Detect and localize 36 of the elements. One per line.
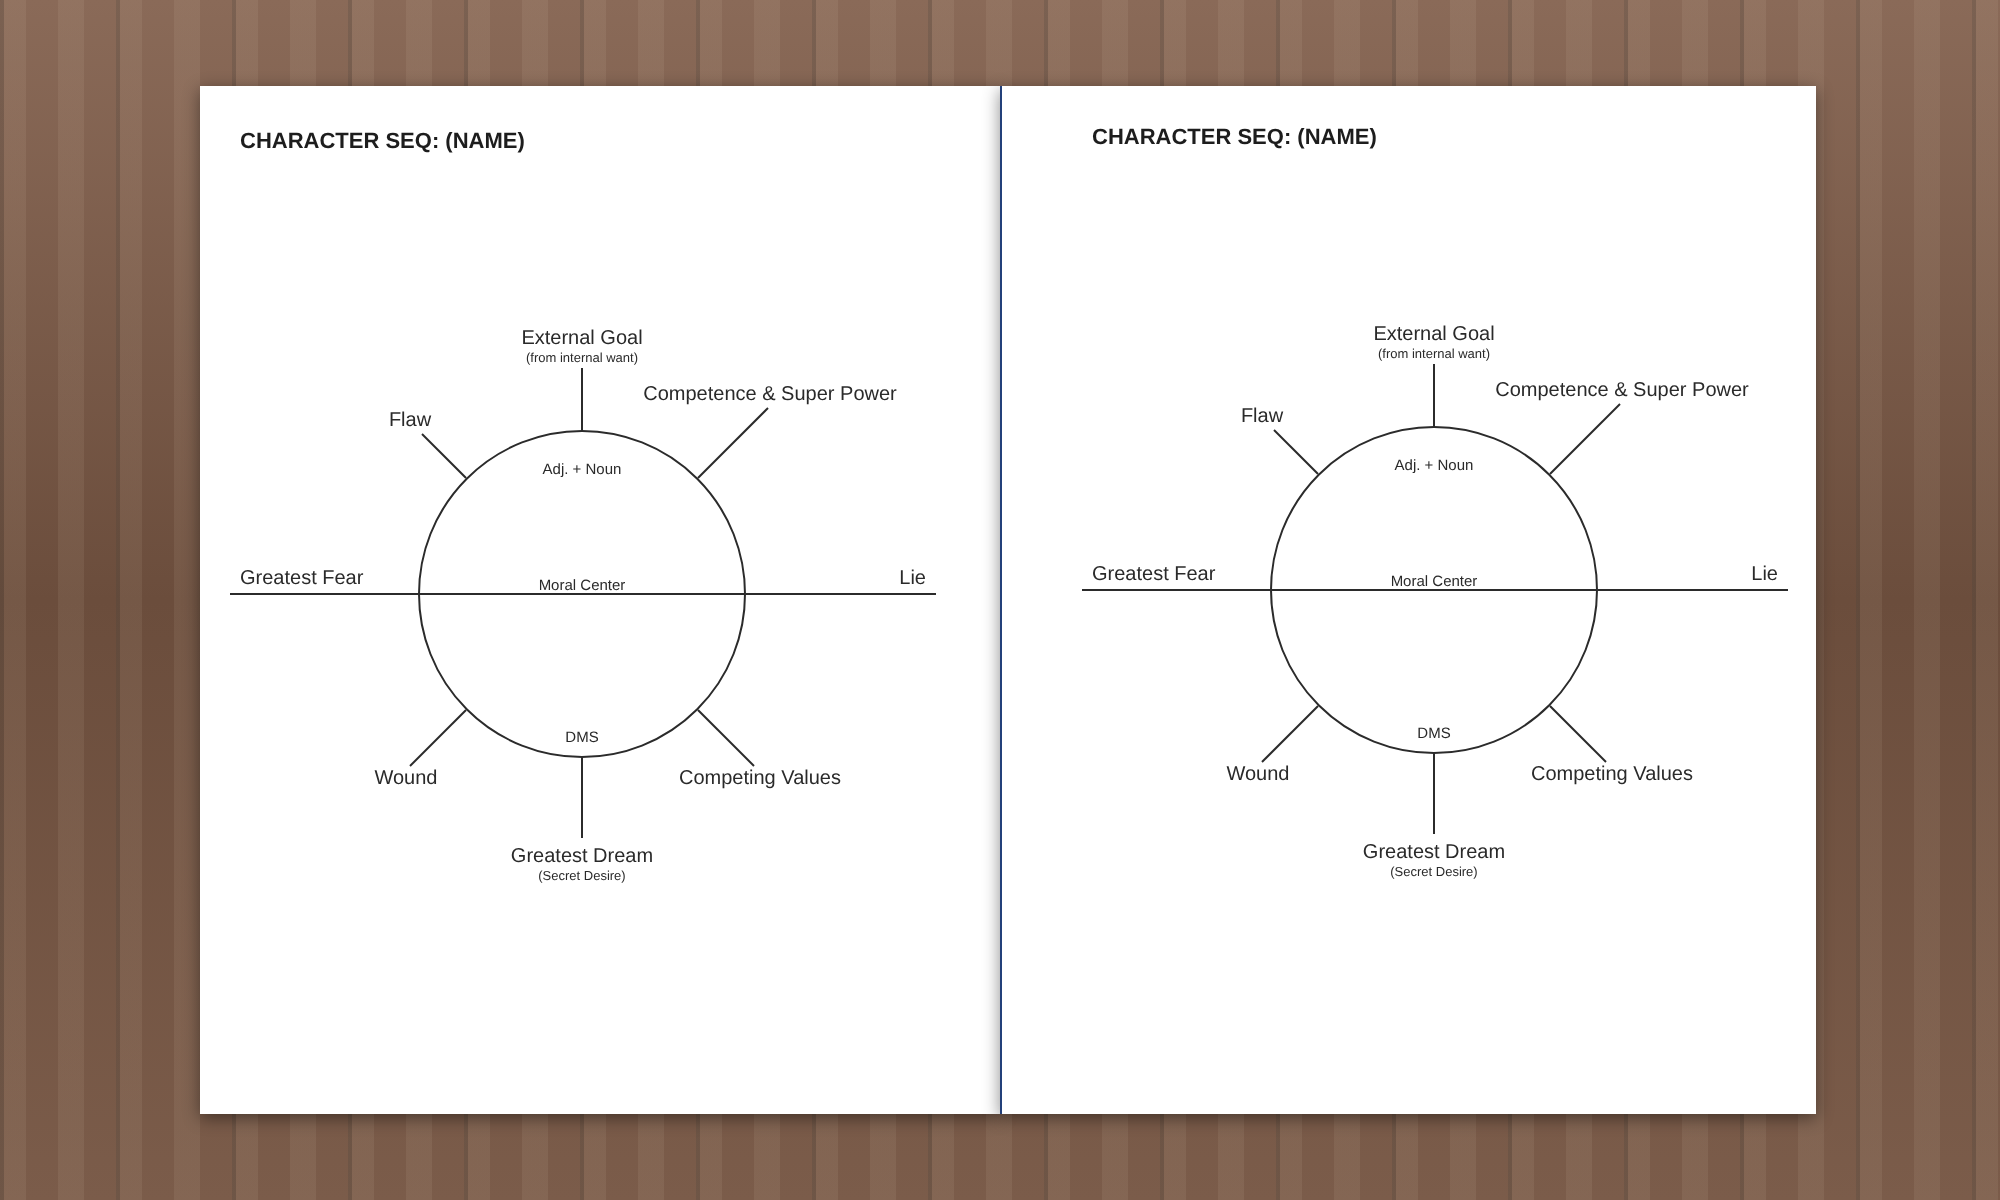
leader-line [1081, 589, 1271, 591]
spoke-label: Greatest Dream [510, 844, 654, 870]
leader-line [1548, 704, 1607, 763]
page-title: CHARACTER SEQ: (NAME) [1092, 126, 1377, 150]
spoke-label: Flaw [1240, 404, 1284, 430]
spoke-label: Wound [374, 766, 438, 792]
leader-line [1597, 589, 1789, 591]
spoke-label: Wound [1226, 762, 1290, 788]
page [200, 86, 1000, 1114]
spoke-label: Competing Values [1531, 762, 1693, 788]
leader-line [1548, 403, 1621, 476]
spoke-label: Greatest Fear [240, 566, 364, 592]
leader-line [581, 757, 583, 839]
spoke-label: Greatest Fear [1092, 562, 1216, 588]
leader-line [745, 593, 937, 595]
spoke-label: External Goal [521, 326, 643, 352]
spoke-label: Competing Values [679, 766, 841, 792]
leader-line [1273, 429, 1320, 476]
leader-line [1433, 753, 1435, 835]
leader-line [696, 708, 755, 767]
leader-line [421, 433, 468, 480]
page [1000, 86, 1816, 1114]
spoke-label: Lie [899, 566, 926, 592]
spoke-label: Competence & Super Power [643, 382, 897, 408]
spoke-label: External Goal [1373, 322, 1495, 348]
leader-line [229, 593, 419, 595]
spoke-label: Flaw [388, 408, 432, 434]
spoke-label: Greatest Dream [1362, 840, 1506, 866]
page-title: CHARACTER SEQ: (NAME) [240, 130, 525, 154]
spoke-label: Competence & Super Power [1495, 378, 1749, 404]
spoke-label: Lie [1751, 562, 1778, 588]
leader-line [581, 367, 583, 431]
leader-line [1433, 363, 1435, 427]
leader-line [1261, 704, 1320, 763]
leader-line [409, 708, 468, 767]
leader-line [696, 407, 769, 480]
